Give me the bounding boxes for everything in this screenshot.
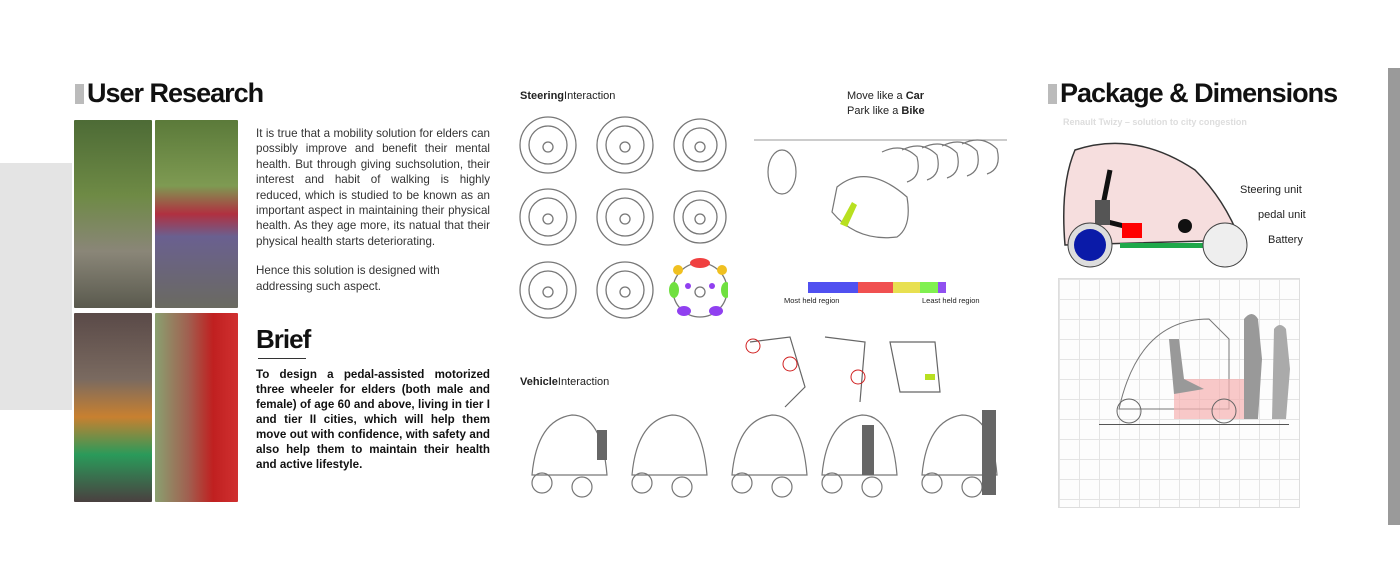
scale-segment	[808, 282, 858, 293]
scale-segment	[893, 282, 920, 293]
vehicle-sketch	[821, 414, 898, 498]
vehicle-sketch	[531, 414, 608, 498]
wheel-sketch	[519, 261, 577, 319]
label-steering-unit: Steering unit	[1240, 184, 1302, 196]
steering-rest: Interaction	[564, 90, 616, 102]
title-text: Package & Dimensions	[1060, 78, 1338, 108]
dimension-grid-sketch	[1058, 278, 1300, 508]
steering-bold: Steering	[520, 90, 565, 102]
wheel-sketch	[519, 188, 577, 246]
steering-sketches	[519, 116, 728, 319]
scale-segment	[858, 282, 893, 293]
title-marker	[75, 83, 84, 104]
reference-image-title: Renault Twizy – solution to city congest…	[1063, 117, 1247, 127]
scrollbar[interactable]	[1388, 68, 1400, 525]
label-battery: Battery	[1268, 234, 1303, 246]
tagline-bike: Park like a Bike	[847, 105, 925, 117]
most-held-label: Most held region	[784, 296, 840, 305]
ingress-sketches	[745, 336, 941, 408]
title-marker	[1048, 83, 1057, 104]
scale-segment	[920, 282, 938, 293]
decor-block	[0, 163, 72, 410]
photo-elder-on-motorbike	[74, 120, 152, 308]
wheel-sketch	[596, 116, 654, 174]
wheel-sketch	[519, 116, 577, 174]
package-layout-diagram	[1063, 142, 1248, 268]
vehicle-heading: VehicleInteraction	[520, 376, 609, 388]
brief-underline	[258, 358, 306, 360]
tagline-car-bold: Car	[905, 90, 925, 102]
title-text: User Research	[87, 78, 264, 108]
research-text-column: It is true that a mobility solution for …	[256, 126, 490, 472]
tagline-car-prefix: Move like a	[847, 90, 906, 102]
tagline-bike-bold: Bike	[901, 105, 925, 117]
research-conclusion: Hence this solution is designed with add…	[256, 264, 440, 293]
vehicle-rest: Interaction	[557, 376, 610, 388]
grip-heatmap	[669, 258, 728, 316]
wheel-sketch	[596, 188, 654, 246]
grip-color-scale	[808, 282, 946, 293]
brief-title: Brief	[256, 324, 311, 355]
vehicle-sketch	[731, 414, 808, 498]
vehicle-entry-sketches	[531, 410, 998, 498]
tagline-bike-prefix: Park like a	[847, 105, 902, 117]
photo-elder-boarding-bus	[155, 313, 238, 502]
label-pedal-unit: pedal unit	[1258, 209, 1306, 221]
vehicle-sketch	[631, 414, 708, 498]
brief-text: To design a pedal-assisted motorized thr…	[256, 368, 490, 472]
wheel-sketch	[673, 118, 727, 172]
vehicle-motion-sketch	[754, 139, 1007, 239]
ergonomics-sketch	[1099, 314, 1290, 425]
photo-elder-women-sitting	[74, 313, 152, 502]
package-title: Package & Dimensions	[1048, 78, 1338, 109]
steering-heading: SteeringInteraction	[520, 90, 615, 102]
photo-elders-walking	[155, 120, 238, 308]
user-research-title: User Research	[75, 78, 264, 109]
least-held-label: Least held region	[922, 296, 980, 305]
wheel-sketch	[596, 261, 654, 319]
vehicle-bold: Vehicle	[520, 376, 558, 388]
tagline-car: Move like a Car	[847, 90, 924, 102]
wheel-sketch	[673, 190, 727, 244]
research-paragraph: It is true that a mobility solution for …	[256, 127, 490, 248]
scale-segment	[938, 282, 946, 293]
